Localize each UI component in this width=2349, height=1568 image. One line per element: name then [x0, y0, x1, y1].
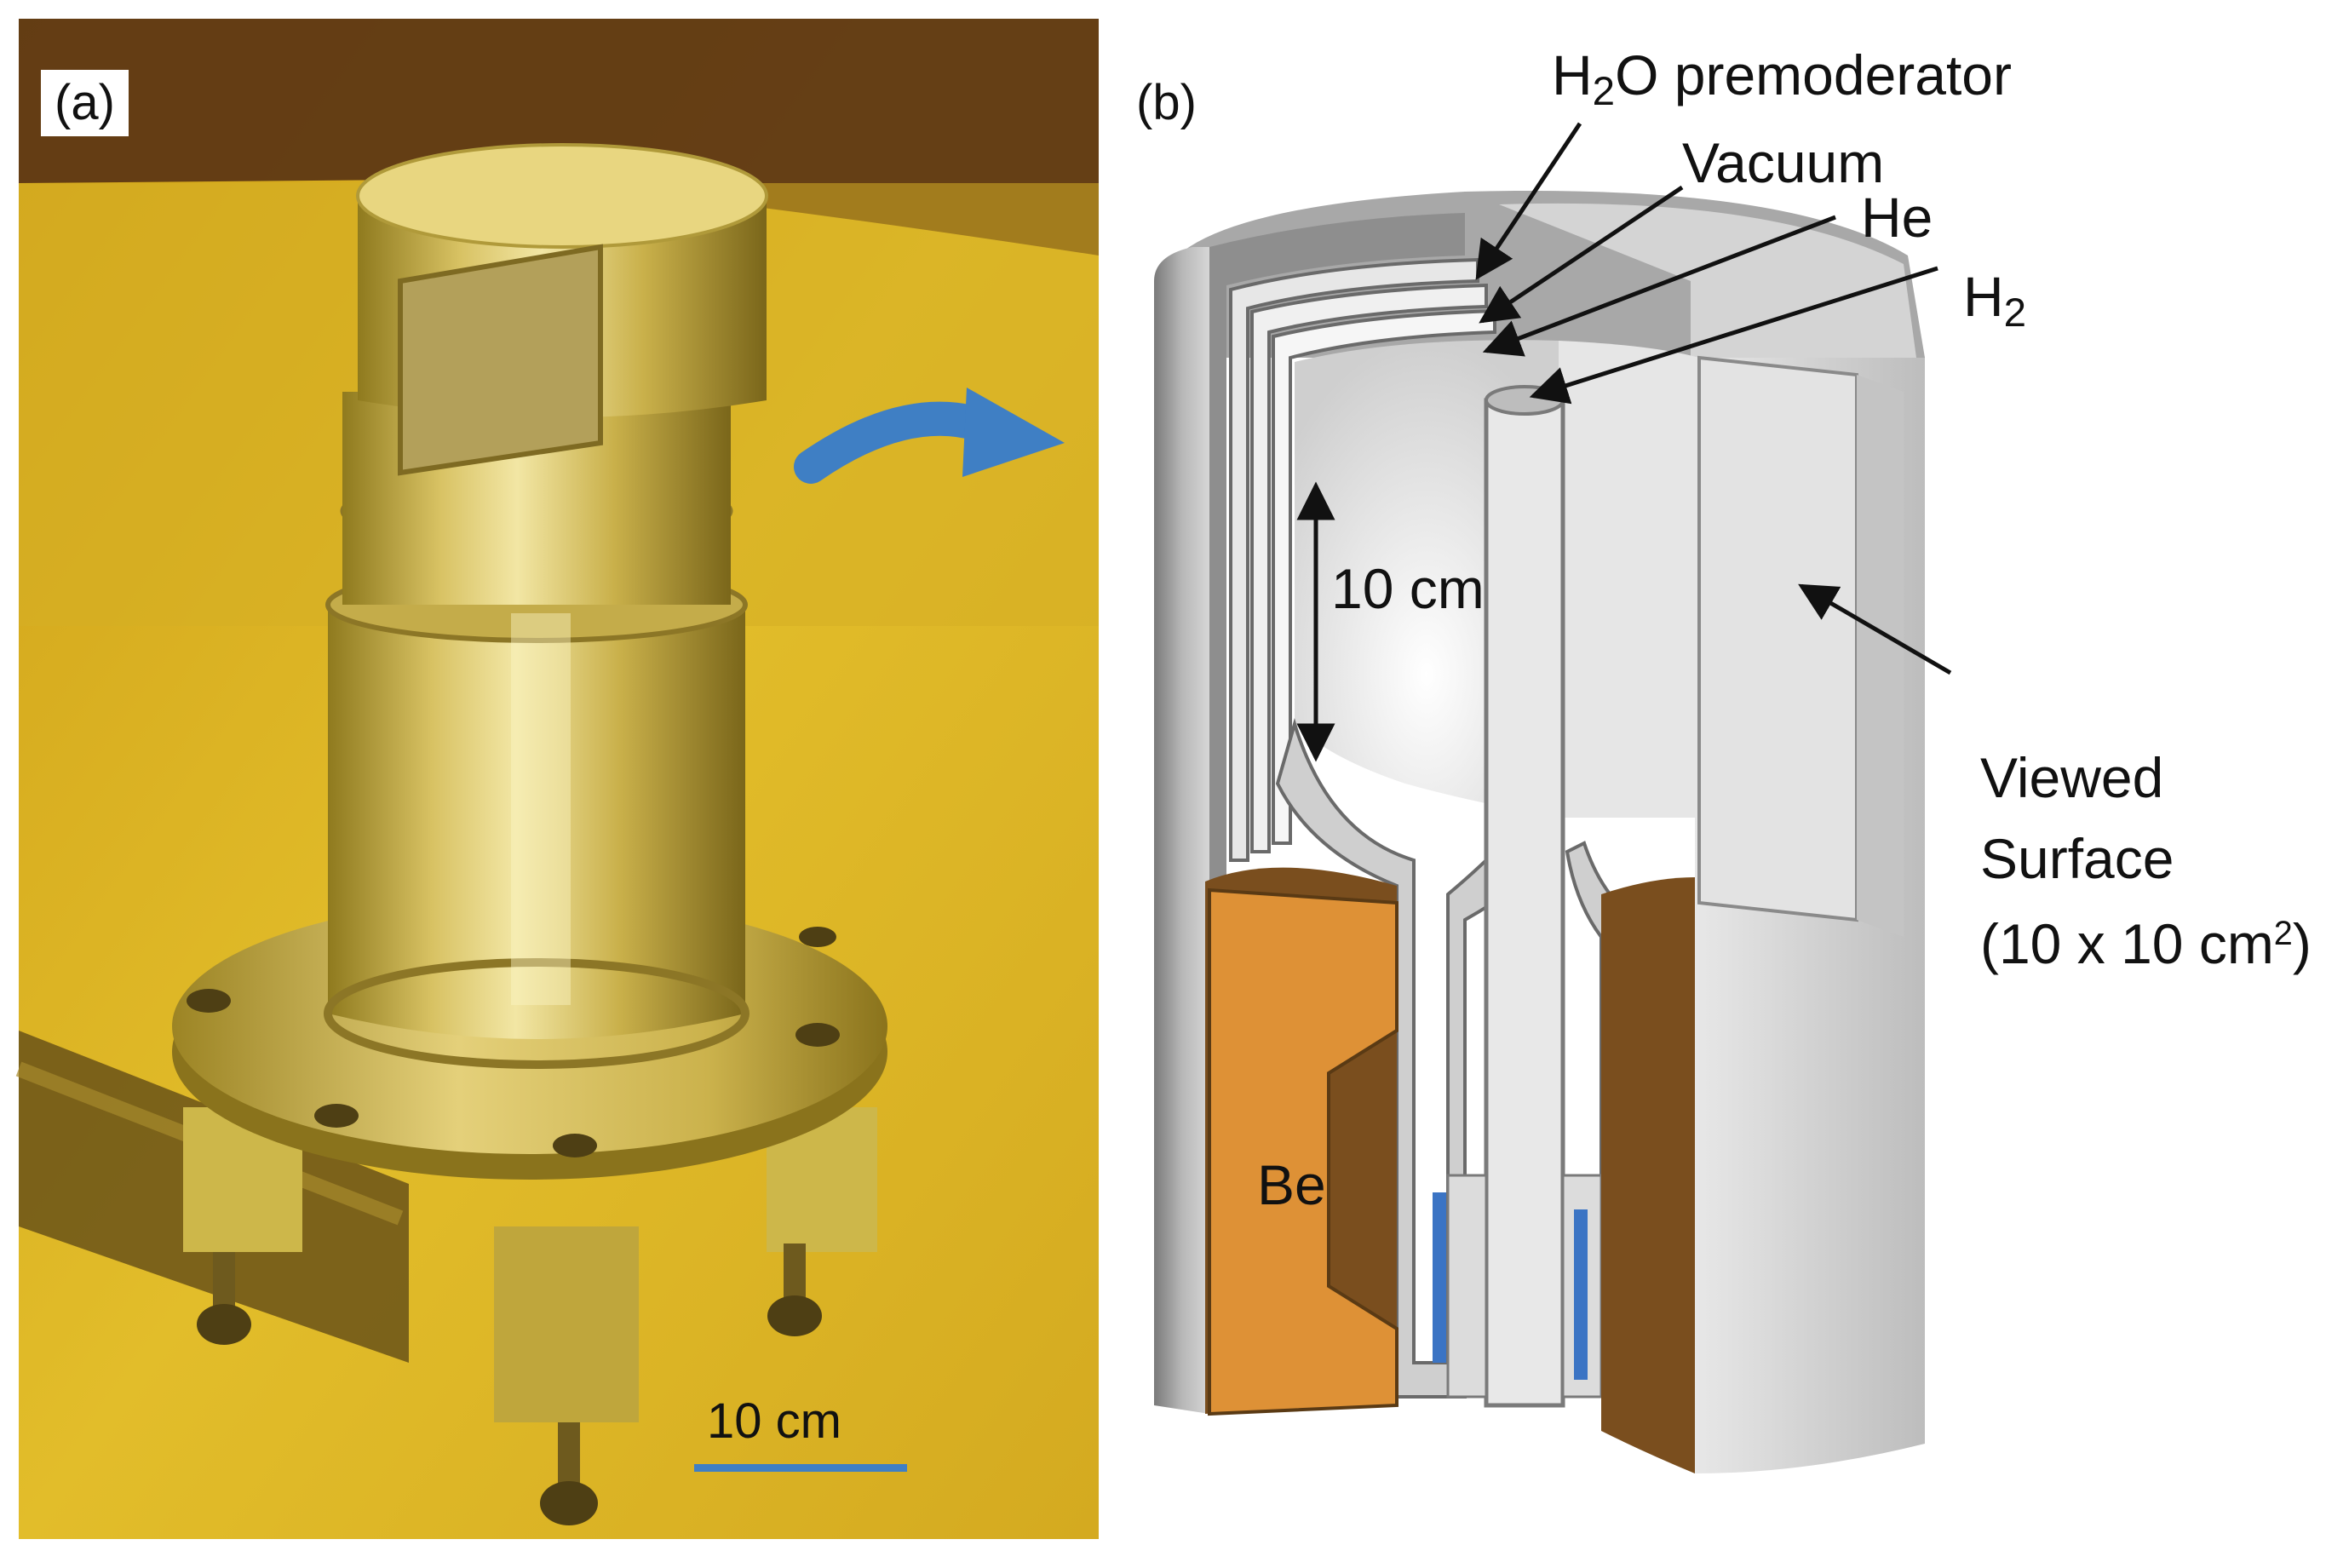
label-beryllium: Be [1257, 1153, 1326, 1216]
beryllium-right [1601, 877, 1695, 1473]
leader-viewed-surface [1798, 583, 1952, 675]
leader-he [1482, 215, 1836, 357]
panel-a-label: (a) [41, 70, 129, 136]
label-viewed-line2: Surface [1980, 827, 2174, 890]
panel-a-photo [15, 19, 1099, 1539]
leader-h2 [1529, 266, 1938, 405]
viewed-surface [1697, 355, 1858, 922]
label-hydrogen: H2 [1963, 265, 2027, 336]
leader-premoderator [1475, 122, 1582, 280]
central-rod [1484, 398, 1565, 1408]
label-dimension: 10 cm [1331, 557, 1485, 620]
label-helium: He [1861, 186, 1933, 249]
label-premoderator: H2O premoderator [1552, 43, 2012, 114]
curved-arrow [794, 388, 1065, 484]
label-viewed-line1: Viewed [1980, 746, 2164, 809]
scale-bar-label: 10 cm [707, 1393, 841, 1449]
outer-shell-left [1154, 247, 1209, 1414]
scale-bar [694, 1464, 907, 1472]
label-viewed-line3: (10 x 10 cm2) [1980, 912, 2312, 975]
blue-insert-left [1433, 1192, 1446, 1363]
leader-vacuum [1479, 185, 1684, 324]
blue-insert-right [1574, 1209, 1588, 1380]
label-vacuum: Vacuum [1682, 131, 1885, 194]
beryllium-left [1208, 887, 1398, 1416]
panel-b-label: (b) [1136, 75, 1197, 130]
callout-lines [1296, 122, 1952, 762]
panel-b-cutaway [1154, 190, 1925, 1473]
